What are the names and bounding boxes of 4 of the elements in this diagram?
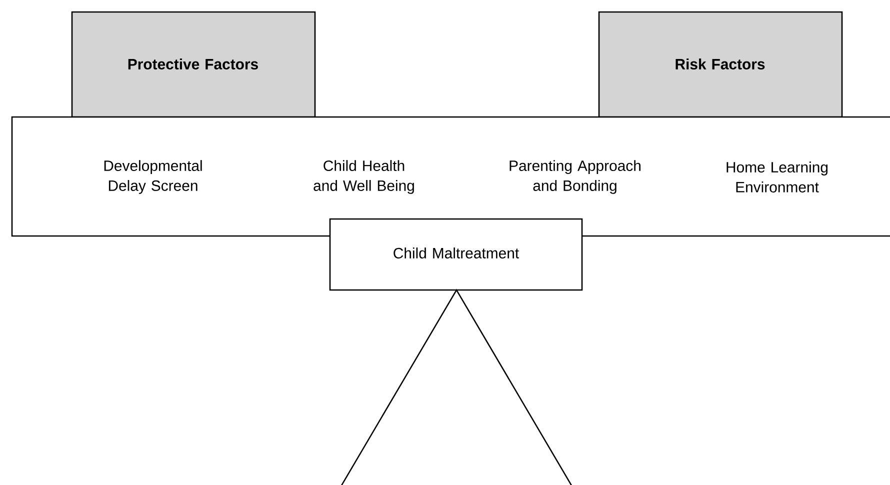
- label-box: Child Maltreatment: [329, 218, 583, 291]
- triangle-fulcrum: [339, 288, 574, 485]
- header-box: Risk Factors: [598, 11, 843, 118]
- header-box: Protective Factors: [71, 11, 316, 118]
